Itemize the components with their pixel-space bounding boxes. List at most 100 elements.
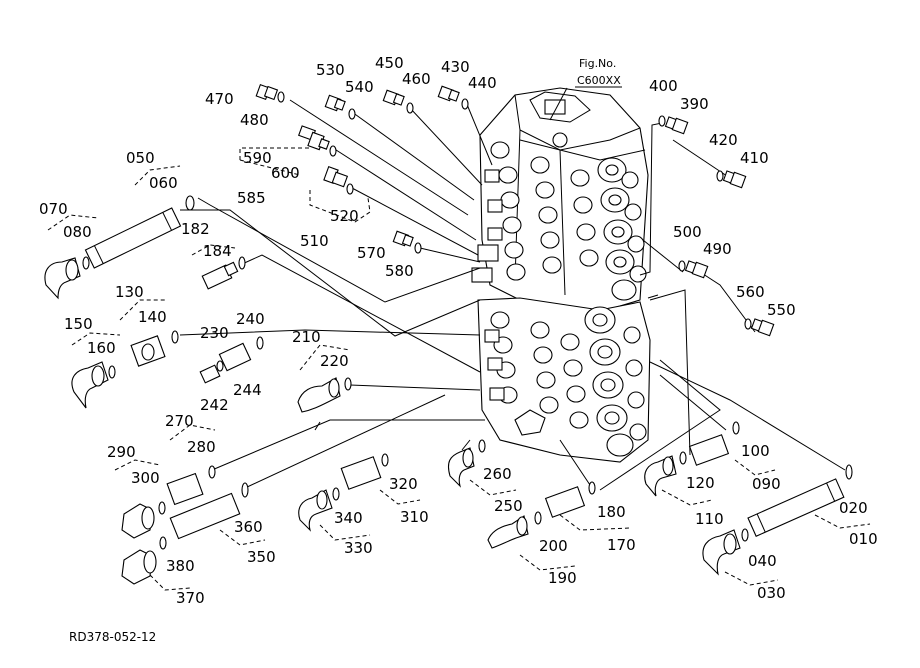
fitting-520 [323,166,354,195]
fitting-530 [324,94,356,120]
fitting-130 [130,330,179,367]
elbow-030 [702,528,749,576]
fitting-390 [658,115,689,135]
part-label-244: 244 [233,381,262,399]
fig-no-value: C600XX [577,74,621,87]
part-label-120: 120 [686,474,715,492]
part-label-270: 270 [165,412,194,430]
control-valve-body [471,87,651,463]
fitting-470 [255,83,285,103]
elbow-210 [297,377,352,413]
elbow-330 [298,487,340,532]
part-label-380: 380 [166,557,195,575]
fitting-170 [544,481,596,518]
part-label-240: 240 [236,310,265,328]
elbow-190 [487,511,542,549]
part-label-020: 020 [839,499,868,517]
part-label-540: 540 [345,78,374,96]
part-label-160: 160 [87,339,116,357]
pipe-010 [747,464,853,537]
part-label-510: 510 [300,232,329,250]
fitting-310 [340,453,389,490]
elbow-250 [447,439,486,488]
part-label-130: 130 [115,283,144,301]
part-label-180: 180 [597,503,626,521]
part-label-170: 170 [607,536,636,554]
part-label-430: 430 [441,58,470,76]
part-label-580: 580 [385,262,414,280]
part-label-190: 190 [548,569,577,587]
part-label-570: 570 [357,244,386,262]
part-label-210: 210 [292,328,321,346]
part-label-200: 200 [539,537,568,555]
fitting-410 [716,170,747,189]
part-label-182: 182 [181,220,210,238]
fitting-290 [121,501,166,539]
part-label-600: 600 [271,164,300,182]
upper-right-spools [597,157,647,301]
part-label-184: 184 [203,242,232,260]
fitting-230 [199,336,264,384]
part-label-400: 400 [649,77,678,95]
part-label-150: 150 [64,315,93,333]
part-label-420: 420 [709,131,738,149]
part-label-140: 140 [138,308,167,326]
part-label-080: 080 [63,223,92,241]
part-label-360: 360 [234,518,263,536]
part-label-310: 310 [400,508,429,526]
figure-number-block: Fig.No. C600XX [575,57,622,88]
part-label-242: 242 [200,396,229,414]
upper-left-ports [471,141,599,283]
part-label-340: 340 [334,509,363,527]
part-label-220: 220 [320,352,349,370]
part-label-060: 060 [149,174,178,192]
part-label-300: 300 [131,469,160,487]
part-label-070: 070 [39,200,68,218]
fitting-090 [688,421,740,466]
elbow-150 [71,361,116,409]
part-label-330: 330 [344,539,373,557]
part-label-585: 585 [237,189,266,207]
part-label-280: 280 [187,438,216,456]
part-label-010: 010 [849,530,878,548]
fitting-490 [678,260,709,279]
leader-lines [179,87,846,491]
part-label-370: 370 [176,589,205,607]
pipe-350 [169,482,249,540]
part-label-320: 320 [389,475,418,493]
part-label-480: 480 [240,111,269,129]
lower-ports [484,306,647,457]
part-label-230: 230 [200,324,229,342]
pipe-050 [84,195,195,269]
part-label-260: 260 [483,465,512,483]
part-label-500: 500 [673,223,702,241]
part-label-470: 470 [205,90,234,108]
grouping-brackets [47,147,871,591]
part-label-460: 460 [402,70,431,88]
part-label-450: 450 [375,54,404,72]
part-label-090: 090 [752,475,781,493]
part-label-100: 100 [741,442,770,460]
part-label-520: 520 [330,207,359,225]
part-label-440: 440 [468,74,497,92]
fitting-182 [201,256,246,290]
part-label-530: 530 [316,61,345,79]
fitting-370 [121,536,167,585]
part-label-590: 590 [243,149,272,167]
fitting-450 [382,89,414,114]
part-label-560: 560 [736,283,765,301]
part-label-030: 030 [757,584,786,602]
fitting-570 [392,230,422,254]
fig-no-label: Fig.No. [579,57,616,70]
part-label-040: 040 [748,552,777,570]
part-label-290: 290 [107,443,136,461]
drawing-code: RD378-052-12 [69,630,156,644]
part-labels: 470 480 530 540 450 460 430 440 400 390 … [39,54,878,607]
part-label-050: 050 [126,149,155,167]
part-label-110: 110 [695,510,724,528]
elbow-110 [644,451,687,497]
fitting-270 [166,465,216,506]
part-label-390: 390 [680,95,709,113]
fitting-550 [744,318,775,337]
